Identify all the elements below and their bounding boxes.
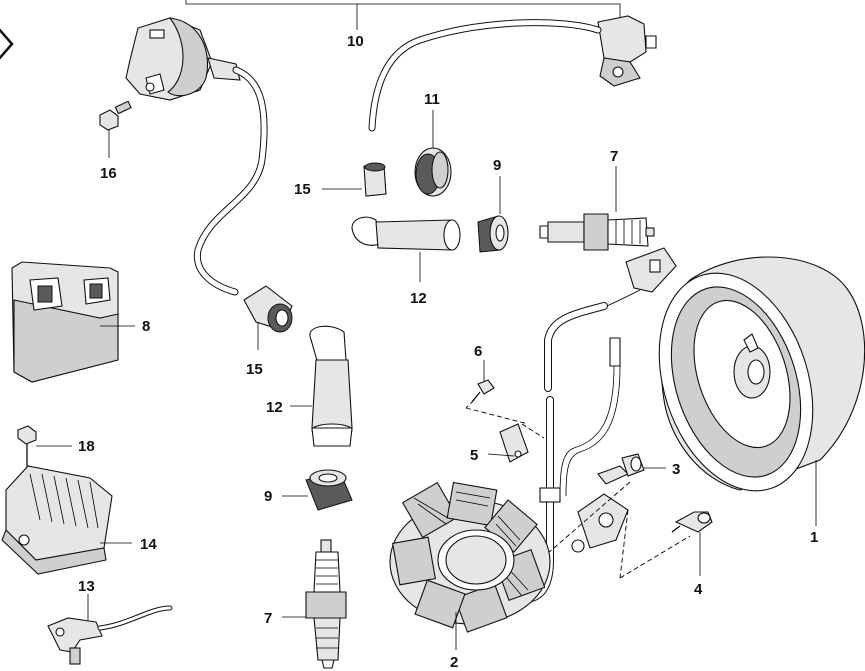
rubber-cap-9-lower	[282, 469, 353, 511]
callout-11: 11	[424, 91, 440, 108]
bolt-16	[99, 100, 132, 158]
rubber-cap-9-upper	[477, 176, 509, 253]
callout-15-upper: 15	[294, 181, 311, 198]
plug-cap-12-upper	[351, 216, 461, 282]
callout-7-lower: 7	[264, 610, 272, 627]
callout-9-upper: 9	[493, 157, 501, 174]
callout-16: 16	[100, 165, 117, 182]
callout-12-lower: 12	[266, 399, 283, 416]
flywheel-1	[658, 256, 865, 526]
cap-15-lower	[243, 285, 293, 350]
callout-8: 8	[142, 318, 150, 335]
chevron-right-icon[interactable]	[0, 28, 14, 60]
callout-3: 3	[672, 461, 680, 478]
callout-2: 2	[450, 654, 458, 671]
grommet-11	[414, 110, 452, 197]
cdi-unit-8	[11, 261, 135, 383]
regulator-14	[1, 465, 132, 575]
callout-15-lower: 15	[246, 361, 263, 378]
stator-2	[389, 481, 551, 650]
pickup-coil	[539, 481, 691, 579]
callout-10: 10	[347, 33, 364, 50]
clamp-5	[487, 423, 545, 463]
spark-plug-7-lower	[282, 539, 347, 669]
plug-cap-12-lower	[290, 325, 353, 447]
callout-5: 5	[470, 447, 478, 464]
callout-9-lower: 9	[264, 488, 272, 505]
cap-15-upper	[322, 162, 387, 197]
callout-18: 18	[78, 438, 95, 455]
callout-1: 1	[810, 529, 818, 546]
ignition-coil-10	[125, 0, 657, 296]
sensor-13	[47, 594, 173, 665]
callout-6: 6	[474, 343, 482, 360]
callout-7-upper: 7	[610, 148, 618, 165]
callout-13: 13	[78, 578, 95, 595]
screw-6	[465, 360, 529, 425]
callout-14: 14	[140, 536, 157, 553]
bolt-3	[597, 453, 666, 485]
callout-4: 4	[694, 581, 703, 598]
callout-12-upper: 12	[410, 290, 427, 307]
bolt-4	[671, 511, 713, 576]
spark-plug-7-upper	[539, 166, 655, 251]
